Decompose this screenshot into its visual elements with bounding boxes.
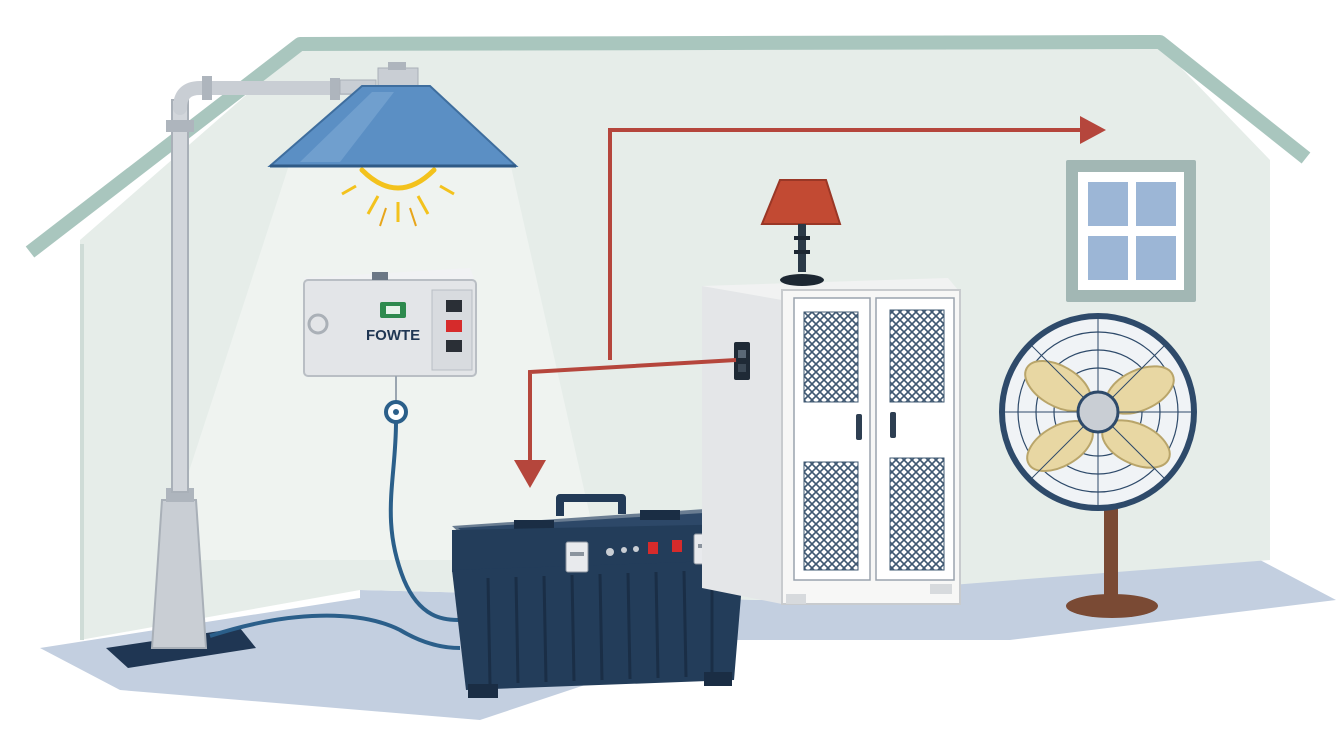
cabinet-mesh-bottom-right (889, 457, 945, 571)
lamp-post (171, 99, 189, 493)
lamp-arm (173, 81, 357, 115)
battery-icon (452, 494, 744, 698)
window-icon (1066, 160, 1196, 302)
house-wall (80, 46, 1270, 640)
cable (209, 376, 461, 650)
cabinet-mesh-top-right (889, 309, 945, 403)
cabinet-mesh-top-left (803, 311, 859, 403)
arrow-head-down (514, 460, 546, 488)
wall-switch-icon (734, 342, 750, 380)
electric-fan-icon (999, 313, 1197, 618)
table-lamp-icon (760, 179, 842, 286)
battery-latch-left (565, 541, 589, 573)
house (25, 35, 1311, 640)
control-box-label: FOWTE (366, 327, 420, 344)
light-bulb-icon (341, 167, 455, 227)
battery-switch-red-1 (648, 542, 658, 554)
battery-handle (556, 494, 626, 516)
table-lamp-shade (760, 179, 842, 225)
fan-pole (1104, 498, 1118, 606)
control-box-switch-top (446, 300, 462, 312)
cabinet-mesh-bottom-left (803, 461, 859, 571)
fan-hub (1076, 390, 1120, 434)
arrow-to-battery (528, 358, 737, 462)
battery-body (452, 560, 744, 690)
arrow-to-house (608, 128, 1084, 360)
cabinet-icon (702, 278, 961, 605)
arrow-head-right (1080, 116, 1106, 144)
control-box-icon: FOWTE (303, 268, 477, 377)
control-box-switch-bottom (446, 340, 462, 352)
battery-lid (452, 524, 744, 572)
control-box-switch-red (446, 320, 462, 332)
house-roof (25, 35, 1311, 258)
cabinet-handle-left (856, 414, 862, 440)
power-flow-arrow-icon (514, 116, 1106, 488)
cabinet-handle-right (890, 412, 896, 438)
street-lamp-icon (106, 62, 519, 668)
battery-switch-red-2 (672, 540, 682, 552)
lamp-post-base (150, 499, 208, 649)
